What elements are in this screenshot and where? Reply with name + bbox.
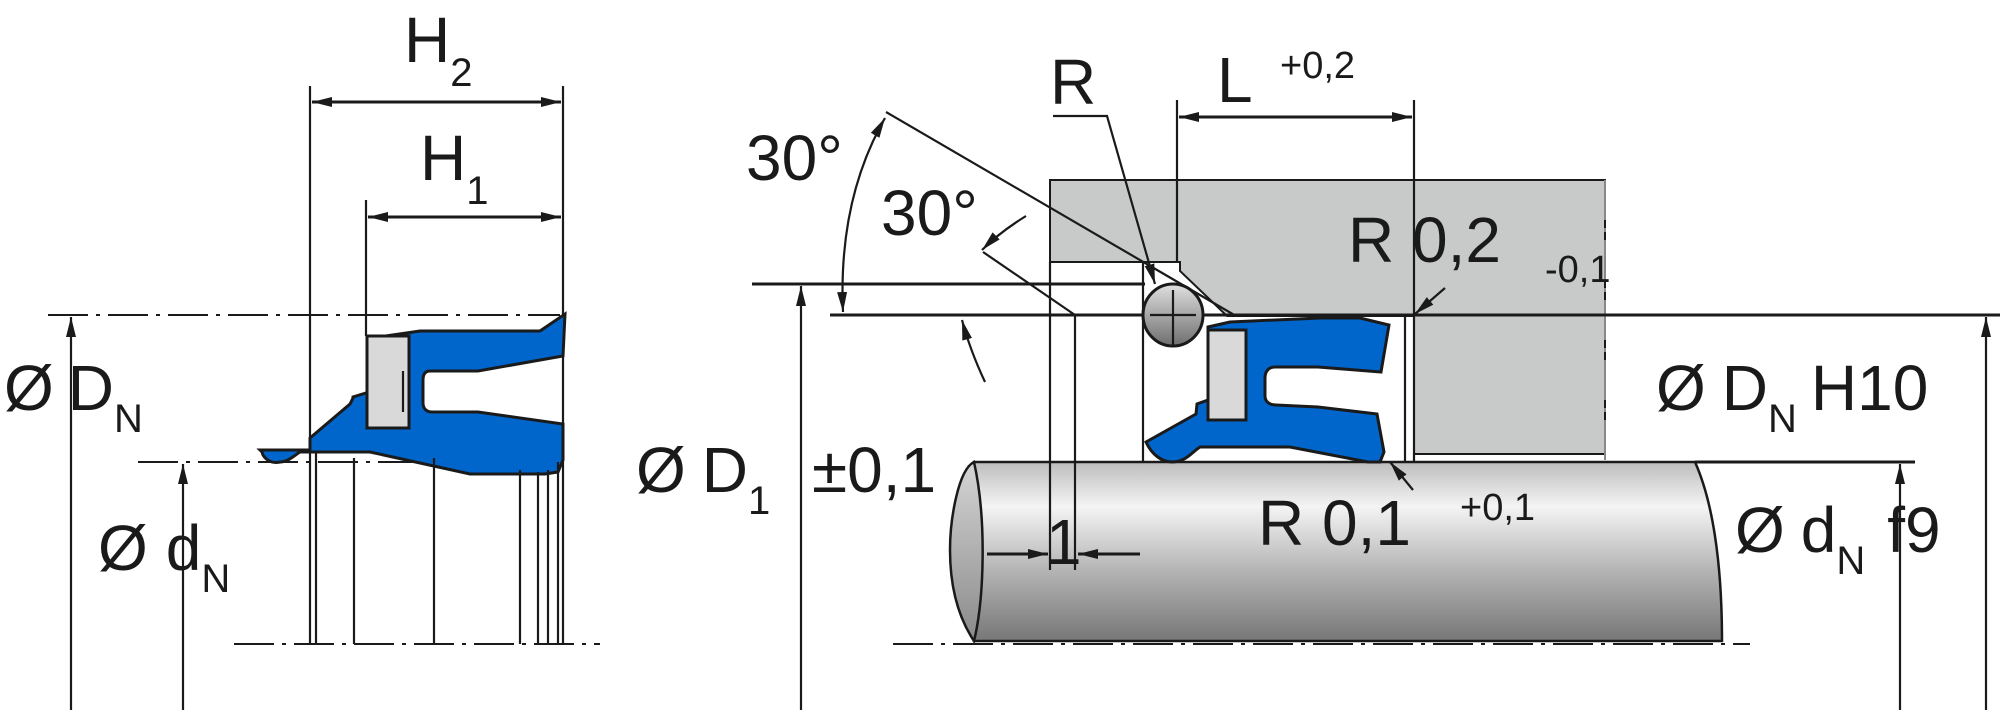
h2-label: H2 xyxy=(404,4,472,95)
radius-r-leader xyxy=(1053,114,1157,285)
radius-top-tolerance: -0,1 xyxy=(1545,249,1610,291)
angle-30-inner-label: 30° xyxy=(881,177,978,249)
chamfer-width-label: 1 xyxy=(1046,506,1082,578)
radius-bottom-tolerance: +0,1 xyxy=(1460,487,1535,529)
seal-body xyxy=(256,311,567,476)
installed-seal-insert xyxy=(1206,328,1248,422)
groove-length-label: L xyxy=(1217,44,1253,116)
angle-30-outer-label: 30° xyxy=(746,122,843,194)
angle-30-inner-arrow-2 xyxy=(960,319,986,383)
chamfer-30-line-2 xyxy=(982,251,1076,316)
angle-30-outer-arc xyxy=(837,117,886,313)
radius-top-label: R 0,2 xyxy=(1348,204,1501,276)
h1-label: H1 xyxy=(420,122,488,213)
installation-view: 30° 30° R L +0,2 R 0,2 -0,1 R 0,1 +0,1 Ø… xyxy=(636,44,2000,710)
seal-section-lines xyxy=(314,371,560,644)
chamfer-30-line xyxy=(885,111,1237,317)
angle-30-inner-arrow xyxy=(981,215,1027,251)
rod-end xyxy=(948,460,984,645)
installed-seal-body xyxy=(1144,316,1391,464)
radius-bottom-label: R 0,1 xyxy=(1258,487,1411,559)
radius-top-arrow xyxy=(1414,287,1446,315)
radius-bottom-arrow xyxy=(1389,461,1414,491)
radius-r-label: R xyxy=(1050,46,1096,118)
groove-length-tolerance: +0,2 xyxy=(1280,45,1355,87)
chamfer-diameter-tolerance: ±0,1 xyxy=(812,434,936,506)
rod xyxy=(972,460,1724,643)
